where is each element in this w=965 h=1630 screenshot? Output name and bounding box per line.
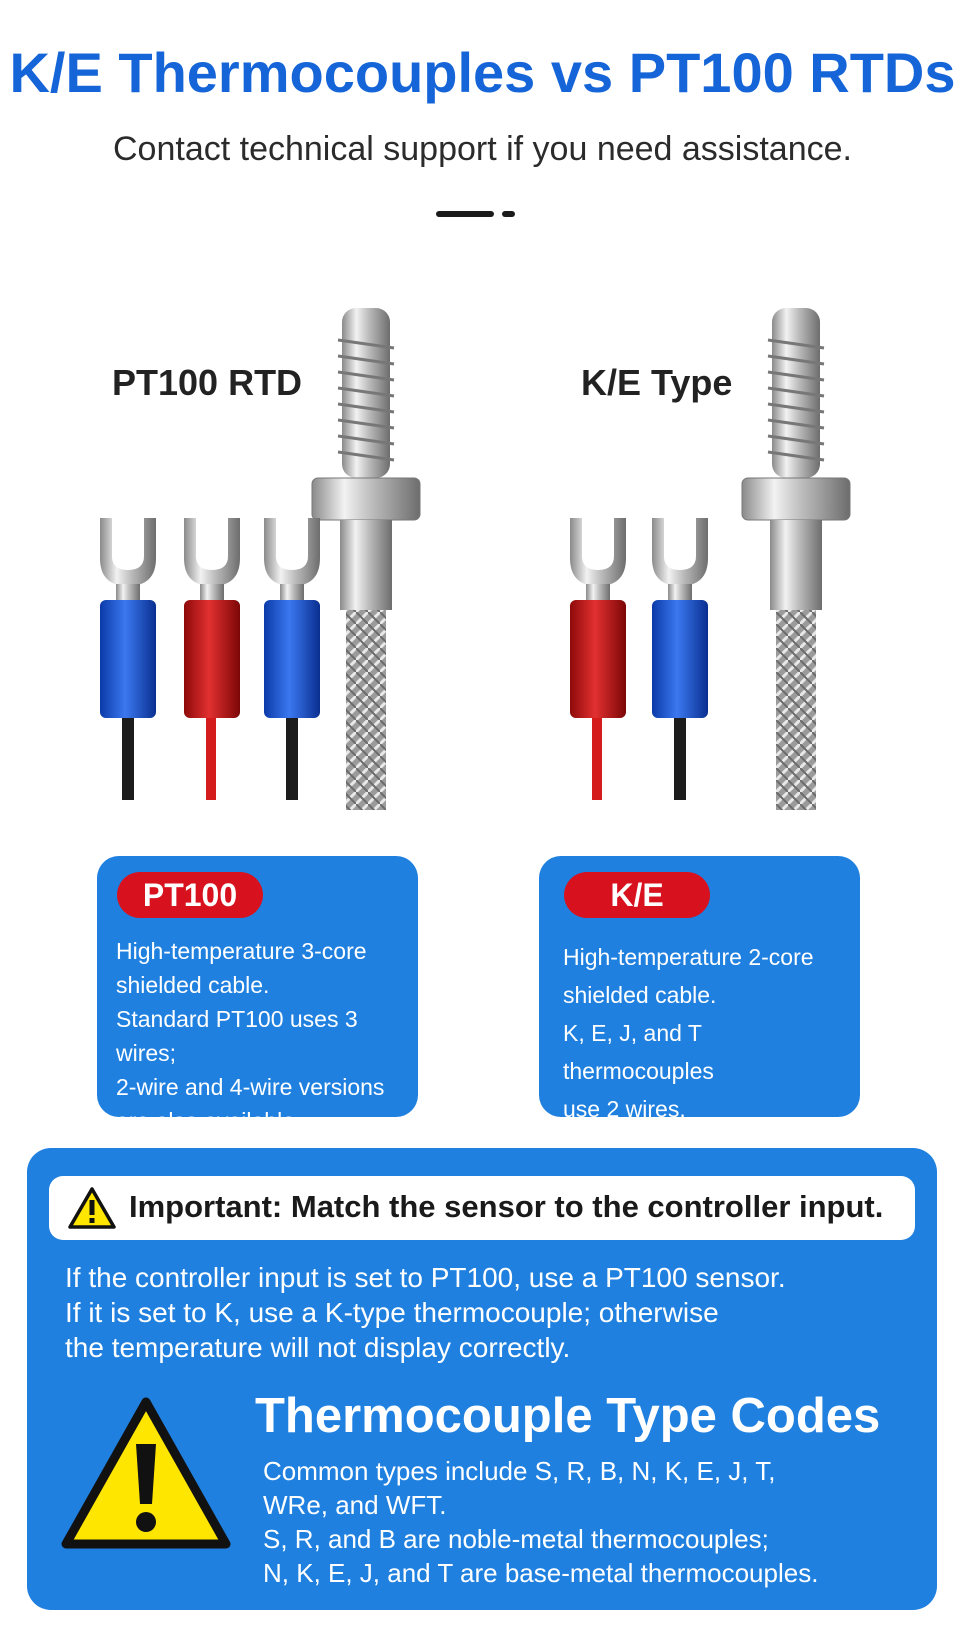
pt100-line: Standard PT100 uses 3 wires; [116,1006,358,1066]
important-line: If the controller input is set to PT100,… [65,1262,786,1293]
pt100-badge: PT100 [117,872,263,918]
important-panel: Important: Match the sensor to the contr… [27,1148,937,1610]
warning-triangle-icon [61,1397,231,1549]
important-banner: Important: Match the sensor to the contr… [49,1176,915,1240]
pt100-description: High-temperature 3-core shielded cable. … [116,934,416,1138]
pt100-info-card: PT100 High-temperature 3-core shielded c… [97,856,418,1134]
type-codes-title: Thermocouple Type Codes [255,1389,881,1443]
codes-line: N, K, E, J, and T are base-metal thermoc… [263,1558,819,1588]
type-codes-body: Common types include S, R, B, N, K, E, J… [263,1454,903,1590]
ke-sensor-image [570,308,851,810]
ke-line: High-temperature 2-core [563,944,814,970]
pt100-line: shielded cable. [116,972,270,998]
pt100-sensor-label: PT100 RTD [112,362,303,403]
ke-line: use 2 wires. [563,1096,686,1122]
important-line: If it is set to K, use a K-type thermoco… [65,1297,719,1328]
warning-triangle-icon [68,1187,116,1229]
ke-description: High-temperature 2-core shielded cable. … [563,938,853,1128]
pt100-line: High-temperature 3-core [116,938,367,964]
pt100-line: 2-wire and 4-wire versions [116,1074,385,1100]
ke-line: K, E, J, and T thermocouples [563,1020,714,1084]
divider [436,211,516,217]
pt100-line: are also available. [116,1108,302,1134]
page-title: K/E Thermocouples vs PT100 RTDs [9,41,956,104]
important-heading: Important: Match the sensor to the contr… [129,1189,884,1224]
codes-line: WRe, and WFT. [263,1490,447,1520]
codes-line: S, R, and B are noble-metal thermocouple… [263,1524,769,1554]
pt100-sensor-image [100,308,421,810]
ke-info-card: K/E High-temperature 2-core shielded cab… [539,856,860,1122]
ke-badge: K/E [564,872,710,918]
ke-sensor-label: K/E Type [581,362,733,403]
ke-line: shielded cable. [563,982,717,1008]
page-subtitle: Contact technical support if you need as… [113,130,852,168]
important-body: If the controller input is set to PT100,… [65,1260,885,1365]
codes-line: Common types include S, R, B, N, K, E, J… [263,1456,776,1486]
important-line: the temperature will not display correct… [65,1332,571,1363]
